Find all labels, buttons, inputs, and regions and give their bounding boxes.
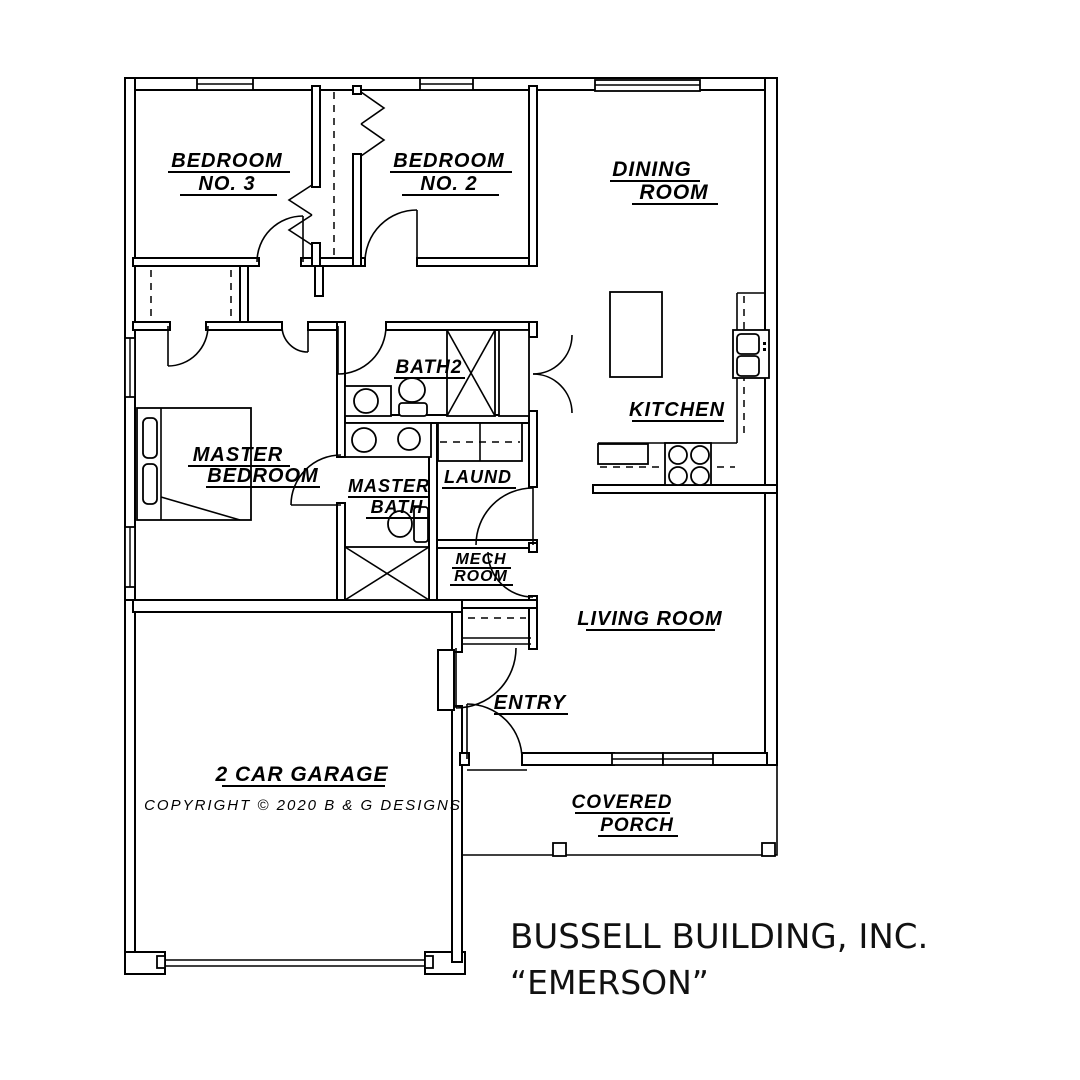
- window-master-2: [124, 526, 136, 588]
- room-label-master-bedroom-line1: MASTER: [193, 444, 283, 466]
- room-labels: BEDROOM NO. 3 BEDROOM NO. 2 DINING ROOM …: [144, 150, 725, 837]
- master-bath-door: [290, 454, 342, 506]
- room-label-porch-line1: COVERED: [572, 792, 673, 813]
- room-label-master-bath-line2: BATH: [371, 497, 424, 517]
- bath2-toilet: [398, 377, 428, 417]
- cooktop: [664, 442, 712, 486]
- porch-post-1: [552, 842, 567, 857]
- walkin-closet-door: [167, 325, 209, 367]
- room-label-mech-line2: ROOM: [454, 568, 508, 585]
- plan-name: “EMERSON”: [510, 963, 709, 1002]
- bedroom2-door: [364, 209, 418, 263]
- exterior-walls: [124, 77, 778, 975]
- window-living-1: [611, 752, 664, 766]
- bedroom3-closet-bifold: [287, 184, 313, 246]
- room-label-kitchen: KITCHEN: [629, 399, 725, 421]
- garage-door: [156, 955, 434, 969]
- room-label-laundry: LAUND: [444, 467, 512, 487]
- windows: [124, 77, 714, 766]
- window-living-2: [662, 752, 714, 766]
- kitchen-fixtures: [597, 291, 770, 486]
- room-label-entry: ENTRY: [494, 692, 567, 714]
- room-label-bedroom3-line2: NO. 3: [198, 173, 255, 195]
- master-sink-1: [351, 427, 377, 453]
- kitchen-sink-cabinet: [597, 443, 649, 465]
- master-bath-fixtures: [344, 422, 432, 601]
- room-label-master-bath-line1: MASTER: [348, 476, 430, 496]
- porch-post-2: [761, 842, 776, 857]
- front-door: [466, 703, 527, 771]
- room-label-mech-line1: MECH: [455, 551, 506, 568]
- bath2-shower: [446, 329, 496, 417]
- closet-rods: [150, 92, 531, 645]
- master-sink-2: [397, 427, 421, 451]
- linen-closet: [498, 329, 530, 417]
- room-label-living-room: LIVING ROOM: [577, 608, 723, 630]
- builder-name: BUSSELL BUILDING, INC.: [510, 917, 928, 957]
- room-label-bedroom2-line2: NO. 2: [420, 173, 477, 195]
- wall-oven: [732, 329, 770, 379]
- interior-walls: [132, 85, 778, 650]
- mech-room-door: [487, 551, 534, 598]
- porch-outline: [462, 765, 778, 857]
- laundry-door: [475, 487, 534, 546]
- bath2-door: [337, 325, 387, 375]
- master-bedroom-door: [281, 325, 309, 353]
- bedroom3-door: [256, 215, 304, 263]
- linen-closet-doors: [532, 334, 573, 414]
- room-label-bath2: BATH2: [396, 357, 463, 378]
- laundry-fixtures: [437, 422, 523, 462]
- window-dining: [594, 79, 701, 92]
- master-bed: [136, 407, 252, 521]
- title-block: BUSSELL BUILDING, INC. “EMERSON”: [510, 917, 928, 1002]
- room-label-garage: 2 CAR GARAGE: [214, 763, 388, 786]
- pillow-1: [142, 417, 158, 459]
- bath2-fixtures: [344, 329, 530, 417]
- doors: [167, 91, 573, 771]
- window-bedroom2: [419, 77, 474, 91]
- window-bedroom3: [196, 77, 254, 91]
- room-label-dining-line2: ROOM: [639, 181, 708, 204]
- copyright-note: COPYRIGHT © 2020 B & G DESIGNS: [144, 797, 462, 814]
- pillow-2: [142, 463, 158, 505]
- room-label-bedroom3-line1: BEDROOM: [171, 150, 283, 172]
- bath2-sink: [353, 388, 379, 414]
- master-shower: [344, 546, 430, 601]
- bedroom2-closet-bifold: [360, 91, 386, 157]
- kitchen-island: [609, 291, 663, 378]
- window-master-1: [124, 337, 136, 398]
- room-label-dining-line1: DINING: [612, 158, 692, 181]
- room-label-porch-line2: PORCH: [600, 815, 674, 836]
- room-label-bedroom2-line1: BEDROOM: [393, 150, 505, 172]
- room-label-master-bedroom-line2: BEDROOM: [207, 465, 319, 487]
